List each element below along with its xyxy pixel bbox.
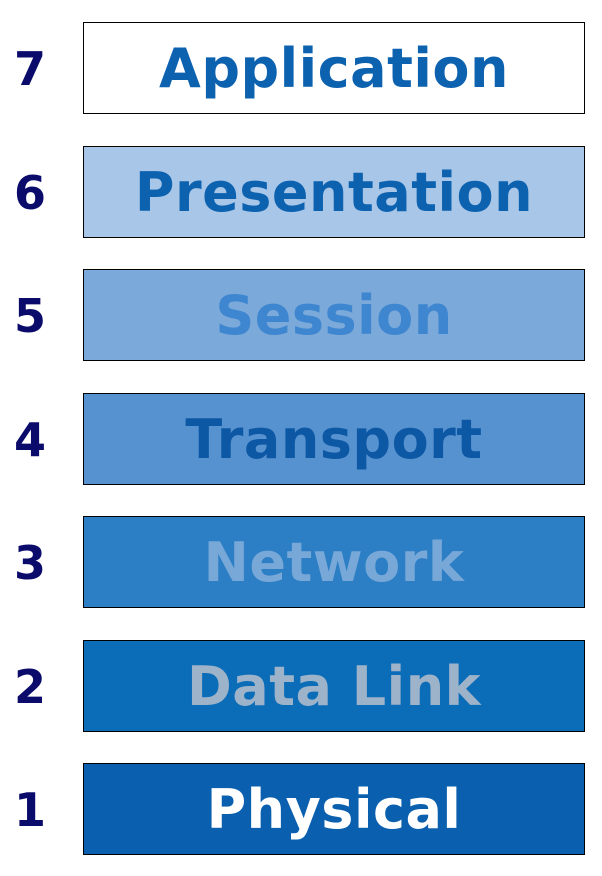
layer-number-1: 1 bbox=[13, 783, 46, 837]
layer-row-7: 7 Application bbox=[0, 22, 602, 116]
layer-row-3: 3 Network bbox=[0, 516, 602, 610]
layer-row-1: 1 Physical bbox=[0, 763, 602, 857]
layer-number-5: 5 bbox=[13, 289, 46, 343]
layer-box-physical: Physical bbox=[83, 763, 585, 855]
layer-box-application: Application bbox=[83, 22, 585, 114]
layer-row-5: 5 Session bbox=[0, 269, 602, 363]
layer-number-3: 3 bbox=[13, 536, 46, 590]
layer-box-transport: Transport bbox=[83, 393, 585, 485]
layer-name-network: Network bbox=[203, 530, 465, 594]
layer-number-4: 4 bbox=[13, 413, 46, 467]
layer-name-data-link: Data Link bbox=[186, 654, 482, 718]
layer-number-6: 6 bbox=[13, 166, 46, 220]
layer-row-6: 6 Presentation bbox=[0, 146, 602, 240]
layer-row-2: 2 Data Link bbox=[0, 640, 602, 734]
layer-box-presentation: Presentation bbox=[83, 146, 585, 238]
layer-name-physical: Physical bbox=[206, 777, 462, 841]
layer-name-presentation: Presentation bbox=[134, 160, 534, 224]
layer-box-session: Session bbox=[83, 269, 585, 361]
layer-number-7: 7 bbox=[13, 42, 46, 96]
layer-name-session: Session bbox=[215, 283, 453, 347]
layer-number-2: 2 bbox=[13, 660, 46, 714]
layer-name-transport: Transport bbox=[185, 407, 483, 471]
layer-box-network: Network bbox=[83, 516, 585, 608]
layer-row-4: 4 Transport bbox=[0, 393, 602, 487]
layer-box-data-link: Data Link bbox=[83, 640, 585, 732]
layer-name-application: Application bbox=[159, 36, 509, 100]
